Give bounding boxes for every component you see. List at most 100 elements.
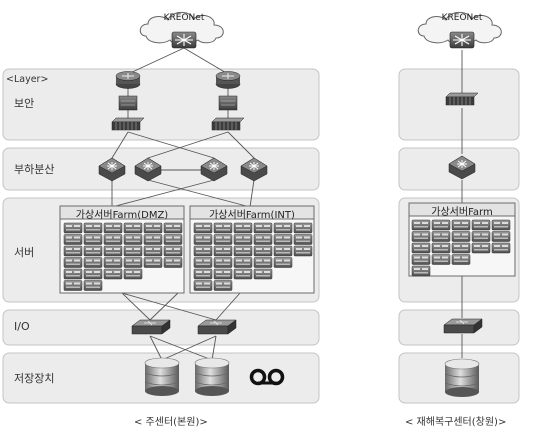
server-icon bbox=[103, 234, 123, 245]
server-icon bbox=[103, 245, 123, 257]
server-icon bbox=[253, 245, 273, 257]
server-icon bbox=[193, 257, 213, 268]
server-icon bbox=[451, 254, 471, 265]
server-icon bbox=[123, 257, 143, 268]
network-switch-icon bbox=[197, 319, 237, 335]
firewall-icon bbox=[218, 95, 238, 111]
cloud-label: KREONet bbox=[163, 13, 205, 23]
server-icon bbox=[213, 257, 233, 268]
server-icon bbox=[233, 268, 253, 280]
firewall-icon bbox=[111, 117, 145, 131]
server-icon bbox=[63, 268, 83, 280]
firewall-icon bbox=[211, 117, 245, 131]
server-farm-dmz-label: 가상서버Farm(DMZ) bbox=[75, 210, 169, 221]
server-icon bbox=[103, 257, 123, 268]
layer-label-io: I/O bbox=[14, 320, 30, 333]
storage-disk-icon bbox=[444, 358, 480, 398]
server-farm-dr-title bbox=[408, 202, 516, 217]
server-icon bbox=[213, 234, 233, 245]
server-icon bbox=[163, 245, 183, 257]
storage-disk-icon bbox=[144, 357, 180, 397]
server-icon bbox=[143, 257, 163, 268]
server-farm-int-label: 가상서버Farm(INT) bbox=[209, 210, 295, 221]
server-icon bbox=[431, 219, 451, 231]
server-icon bbox=[103, 268, 123, 280]
router-icon bbox=[115, 71, 141, 89]
server-icon bbox=[491, 219, 511, 231]
server-icon bbox=[491, 242, 511, 254]
server-icon bbox=[431, 242, 451, 254]
server-icon bbox=[213, 245, 233, 257]
server-icon bbox=[253, 222, 273, 234]
server-icon bbox=[83, 257, 103, 268]
network-switch-icon bbox=[443, 318, 483, 334]
server-icon bbox=[471, 231, 491, 242]
server-icon bbox=[411, 254, 431, 265]
server-icon bbox=[293, 222, 313, 234]
server-icon bbox=[163, 234, 183, 245]
tape-drive-icon bbox=[249, 368, 285, 386]
server-icon bbox=[63, 222, 83, 234]
server-icon bbox=[293, 234, 313, 245]
server-icon bbox=[83, 234, 103, 245]
server-icon bbox=[451, 242, 471, 254]
server-icon bbox=[123, 234, 143, 245]
server-icon bbox=[143, 245, 163, 257]
layer-label-server: 서버 bbox=[14, 246, 35, 259]
server-icon bbox=[163, 222, 183, 234]
network-switch-icon bbox=[131, 319, 171, 335]
layer-label-storage: 저장장치 bbox=[14, 372, 55, 385]
server-icon bbox=[293, 245, 313, 257]
server-icon bbox=[431, 231, 451, 242]
firewall-icon bbox=[445, 92, 479, 106]
server-icon bbox=[471, 242, 491, 254]
server-icon bbox=[451, 219, 471, 231]
server-icon bbox=[103, 222, 123, 234]
server-icon bbox=[63, 245, 83, 257]
server-icon bbox=[273, 234, 293, 245]
server-icon bbox=[193, 268, 213, 280]
server-icon bbox=[123, 222, 143, 234]
server-icon bbox=[273, 222, 293, 234]
router-icon bbox=[171, 31, 197, 49]
server-icon bbox=[253, 257, 273, 268]
server-icon bbox=[431, 254, 451, 265]
server-icon bbox=[273, 257, 293, 268]
layer-label-load-balancing: 부하분산 bbox=[14, 163, 55, 176]
caption-main-center: < 주센터(본원)> bbox=[134, 417, 208, 428]
server-farm-int-title bbox=[189, 205, 315, 220]
server-farm-dmz-title bbox=[59, 205, 185, 220]
server-icon bbox=[213, 268, 233, 280]
server-icon bbox=[63, 234, 83, 245]
caption-dr-center: < 재해복구센터(창원)> bbox=[405, 417, 507, 428]
server-icon bbox=[143, 234, 163, 245]
server-farm-dr-label: 가상서버Farm bbox=[431, 207, 493, 218]
layer-header: <Layer> bbox=[6, 74, 49, 85]
server-icon bbox=[193, 280, 213, 291]
server-icon bbox=[63, 280, 83, 291]
server-icon bbox=[253, 234, 273, 245]
layer-label-security: 보안 bbox=[14, 97, 35, 110]
server-icon bbox=[83, 280, 103, 291]
server-icon bbox=[491, 231, 511, 242]
server-icon bbox=[143, 222, 163, 234]
server-icon bbox=[253, 268, 273, 280]
storage-disk-icon bbox=[194, 357, 230, 397]
server-icon bbox=[83, 222, 103, 234]
server-icon bbox=[123, 245, 143, 257]
server-icon bbox=[411, 265, 431, 277]
server-icon bbox=[193, 234, 213, 245]
cloud-label: KREONet bbox=[441, 13, 483, 23]
server-icon bbox=[83, 268, 103, 280]
server-icon bbox=[451, 231, 471, 242]
server-icon bbox=[233, 245, 253, 257]
server-icon bbox=[411, 231, 431, 242]
server-icon bbox=[411, 219, 431, 231]
server-icon bbox=[83, 245, 103, 257]
server-icon bbox=[213, 280, 233, 291]
router-icon bbox=[449, 31, 475, 49]
firewall-icon bbox=[118, 95, 138, 111]
server-icon bbox=[193, 245, 213, 257]
